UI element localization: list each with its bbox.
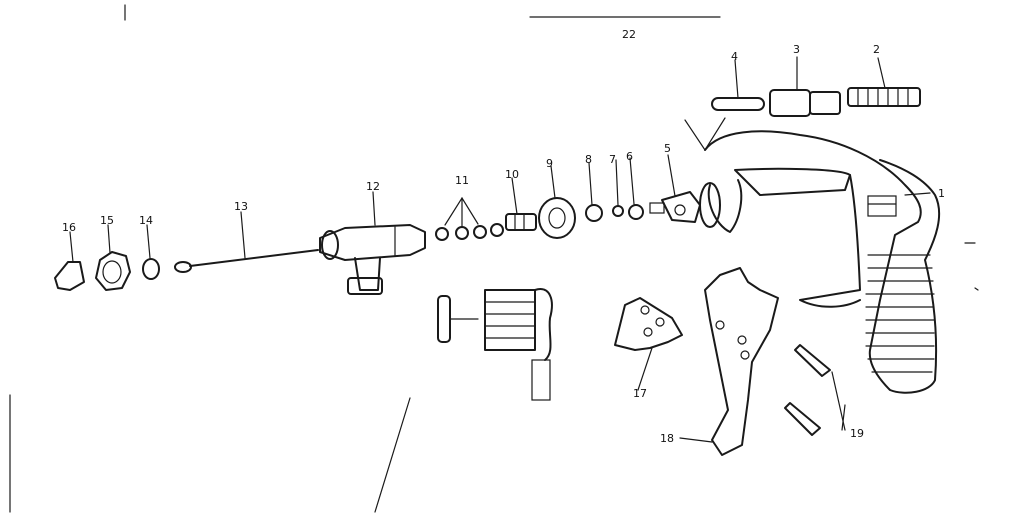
label-part-13: 13 <box>234 200 248 213</box>
part-17-link <box>614 297 683 351</box>
part-16-tip <box>54 261 85 291</box>
part-10-screw <box>505 213 537 231</box>
label-part-3: 3 <box>793 43 800 56</box>
label-part-9: 9 <box>546 157 553 170</box>
part-3-nut <box>769 89 841 117</box>
label-part-5: 5 <box>664 142 671 155</box>
part-8-washer <box>585 204 603 222</box>
label-part-6: 6 <box>626 150 633 163</box>
part-15-nut <box>95 251 131 291</box>
label-part-7: 7 <box>609 153 616 166</box>
label-part-17: 17 <box>633 387 647 400</box>
label-part-14: 14 <box>139 214 153 227</box>
label-part-2: 2 <box>873 43 880 56</box>
part-9-cap <box>538 197 576 239</box>
gun-body <box>684 117 941 394</box>
label-part-16: 16 <box>62 221 76 234</box>
label-part-4: 4 <box>731 50 738 63</box>
part-labels: 1 2 3 4 5 6 7 8 9 10 11 12 13 14 15 16 1… <box>62 43 945 445</box>
leader-lines <box>69 56 931 443</box>
label-part-8: 8 <box>585 153 592 166</box>
part-4-pin <box>711 97 765 111</box>
part-19-pins <box>784 344 846 436</box>
part-14-washer <box>142 258 160 280</box>
part-11-washers <box>435 196 504 241</box>
part-6-washer <box>628 204 644 220</box>
scan-artifacts <box>9 4 979 513</box>
part-12-nozzle-body <box>319 224 426 295</box>
part-2-fitting <box>847 87 921 107</box>
part-13-needle <box>174 249 319 273</box>
adapter-assembly <box>437 288 553 401</box>
label-part-1: 1 <box>938 187 945 200</box>
page-number: 22 <box>622 28 636 41</box>
label-part-15: 15 <box>100 214 114 227</box>
label-part-11: 11 <box>455 174 469 187</box>
label-part-10: 10 <box>505 168 519 181</box>
part-7-ring <box>612 205 624 217</box>
label-part-12: 12 <box>366 180 380 193</box>
part-5-bracket <box>649 191 701 223</box>
label-part-18: 18 <box>660 432 674 445</box>
label-part-19: 19 <box>850 427 864 440</box>
part-18-trigger <box>704 267 779 456</box>
